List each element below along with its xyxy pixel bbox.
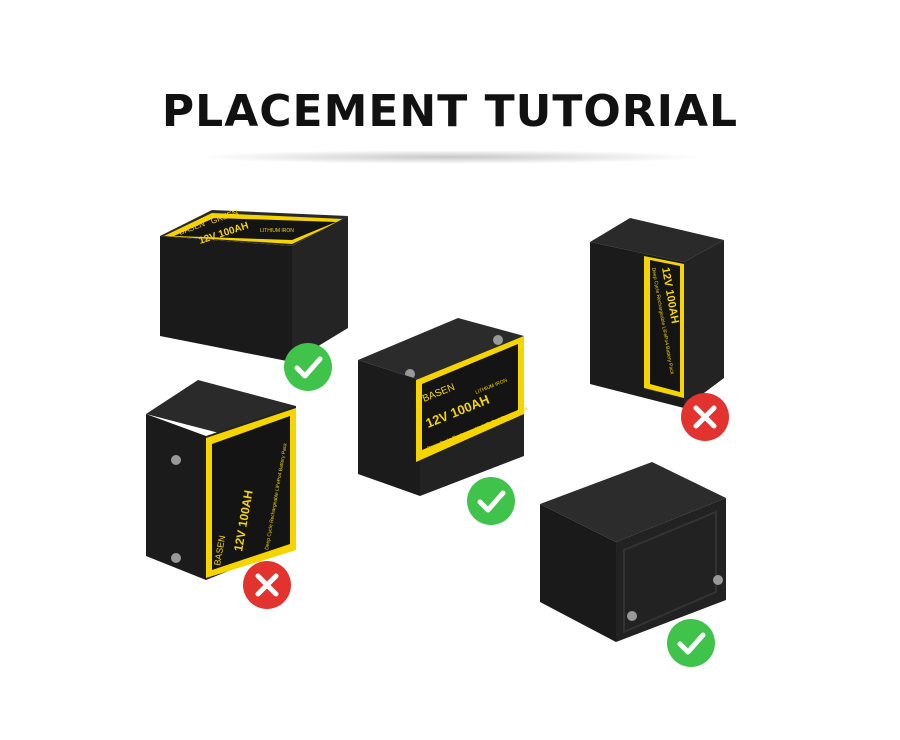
battery-label-top: BASEN GREEN 12V 100AH LITHIUM IRON: [160, 208, 350, 370]
check-icon: [477, 490, 506, 513]
check-icon: [294, 356, 323, 379]
title-underline-shadow: [195, 150, 705, 164]
status-badge-incorrect-1: [680, 392, 730, 442]
cross-icon: [255, 573, 279, 597]
cross-icon: [693, 405, 717, 429]
status-badge-correct-1: [283, 342, 333, 392]
battery-label-front: BASEN 12V 100AH LITHIUM IRON Deep Cycle …: [358, 318, 529, 498]
check-icon: [677, 632, 706, 655]
label-chemistry: LITHIUM IRON: [260, 228, 294, 234]
battery-on-side-left: BASEN 12V 100AH Deep Cycle Rechargeable …: [146, 380, 306, 580]
status-badge-correct-3: [666, 618, 716, 668]
battery-terminals-front: [540, 462, 730, 642]
battery-on-side-right: 12V 100AH Deep Cycle Rechargeable LiFePo…: [590, 218, 730, 408]
page-title: PLACEMENT TUTORIAL: [161, 86, 739, 137]
status-badge-correct-2: [466, 476, 516, 526]
status-badge-incorrect-2: [242, 560, 292, 610]
